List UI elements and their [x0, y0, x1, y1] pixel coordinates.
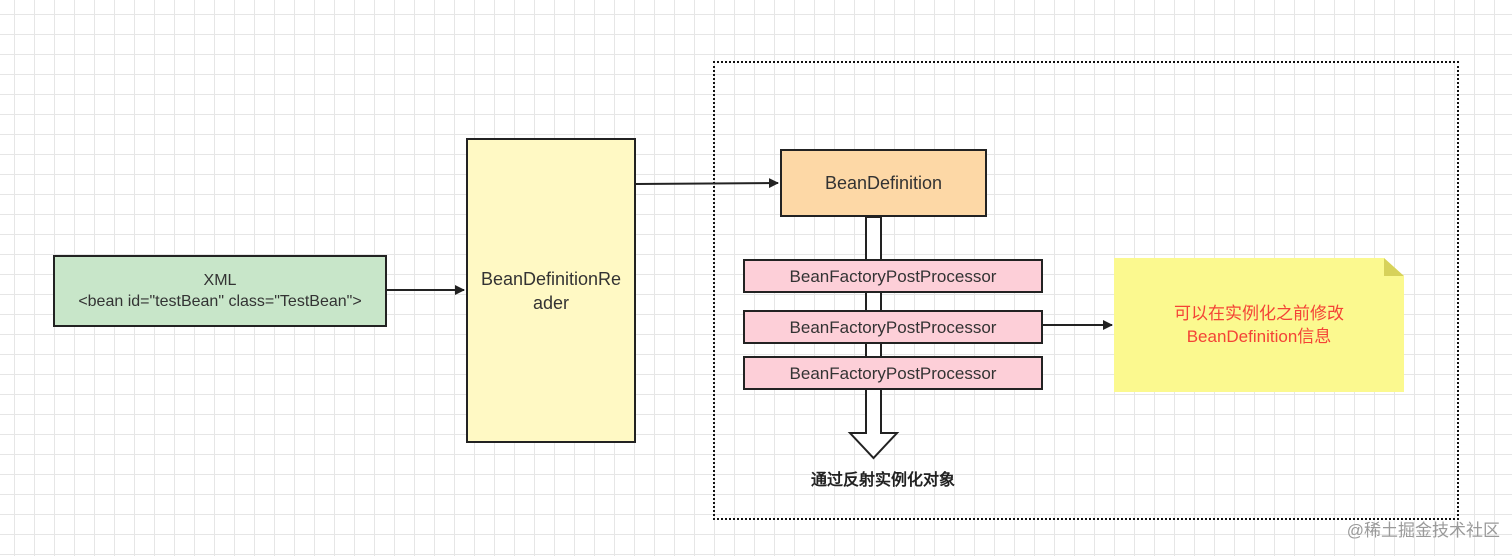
- post-processor-node: BeanFactoryPostProcessor: [743, 310, 1043, 344]
- container-boundary: [713, 61, 1459, 520]
- post-processor-label: BeanFactoryPostProcessor: [789, 317, 997, 337]
- note-line-2: BeanDefinition信息: [1186, 327, 1332, 346]
- post-processor-node: BeanFactoryPostProcessor: [743, 259, 1043, 293]
- reader-label: BeanDefinitionReader: [480, 268, 622, 313]
- arrow-reader-to-bean-definition: [635, 178, 779, 189]
- post-processor-label: BeanFactoryPostProcessor: [789, 363, 997, 383]
- instantiation-caption: 通过反射实例化对象: [810, 472, 955, 489]
- bean-definition-node: BeanDefinition: [780, 149, 987, 217]
- xml-title: XML: [203, 272, 237, 289]
- watermark: @稀土掘金技术社区: [1346, 521, 1500, 540]
- post-processor-label: BeanFactoryPostProcessor: [789, 266, 997, 286]
- bean-definition-reader-node: BeanDefinitionReader: [466, 138, 636, 443]
- sticky-note: 可以在实例化之前修改 BeanDefinition信息: [1114, 258, 1404, 392]
- post-processor-node: BeanFactoryPostProcessor: [743, 356, 1043, 390]
- xml-code: <bean id="testBean" class="TestBean">: [78, 293, 362, 310]
- note-line-1: 可以在实例化之前修改: [1174, 304, 1344, 323]
- bean-definition-label: BeanDefinition: [824, 172, 943, 193]
- xml-source-node: XML <bean id="testBean" class="TestBean"…: [53, 255, 387, 327]
